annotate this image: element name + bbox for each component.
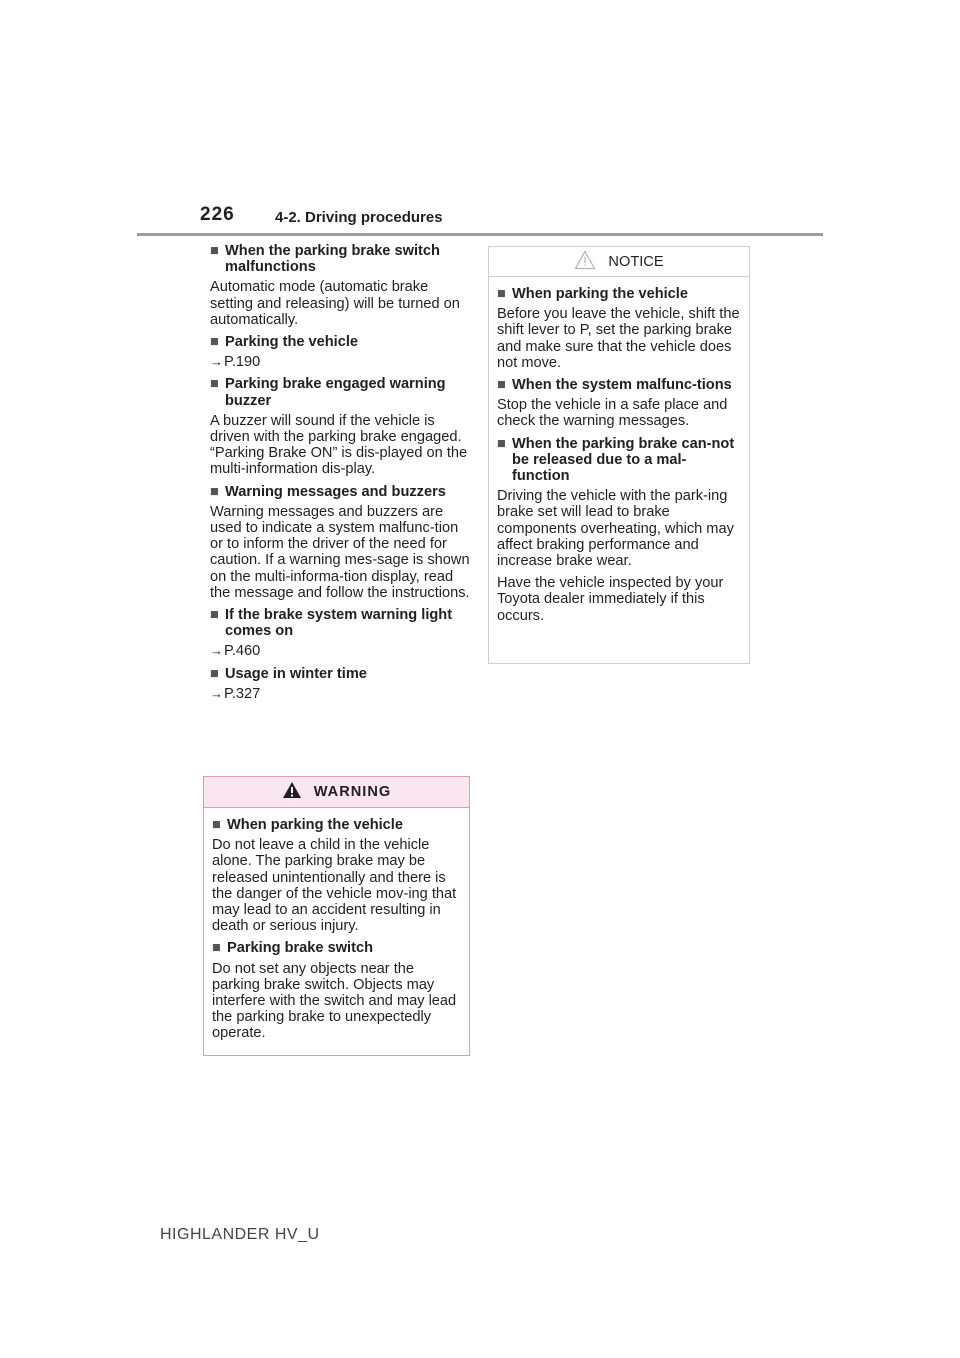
section-heading: ■ When parking the vehicle xyxy=(212,817,461,833)
section-heading: ■ When the system malfunc-tions xyxy=(497,377,741,393)
caution-triangle-icon xyxy=(574,249,596,274)
section: ■Usage in winter time→P.327 xyxy=(210,666,472,702)
section-heading-text: Parking brake switch xyxy=(227,940,373,957)
chapter-title: 4-2. Driving procedures xyxy=(275,209,443,226)
notice-title: NOTICE xyxy=(608,253,664,270)
square-bullet-icon: ■ xyxy=(497,377,506,394)
section-heading: ■ When the parking brake can-not be relea… xyxy=(497,436,741,485)
section-heading-text: When the parking brake can-not be releas… xyxy=(512,435,735,485)
square-bullet-icon: ■ xyxy=(497,435,506,452)
warning-header: WARNING xyxy=(204,777,469,808)
paragraph: Warning messages and buzzers are used to… xyxy=(210,503,470,601)
paragraph: Automatic mode (automatic brake setting … xyxy=(210,279,460,328)
section: ■Parking the vehicle→P.190 xyxy=(210,334,472,370)
arrow-icon: → xyxy=(210,685,223,701)
section: ■ Parking brake switch Do not set any obje… xyxy=(212,940,461,1041)
square-bullet-icon: ■ xyxy=(212,817,221,833)
page-number: 226 xyxy=(200,204,235,225)
arrow-icon: → xyxy=(210,354,223,370)
section: ■ If the brake system warning light comes… xyxy=(210,607,472,660)
paragraph: A buzzer will sound if the vehicle is dr… xyxy=(210,412,468,478)
section-heading: ■ Warning messages and buzzers xyxy=(210,484,472,500)
warning-triangle-icon xyxy=(282,781,302,803)
section-heading-text: When the parking brake switch malfunctio… xyxy=(225,243,440,276)
footer-model: HIGHLANDER HV_U xyxy=(160,1226,320,1243)
square-bullet-icon: ■ xyxy=(210,334,219,351)
reference-page: P.190 xyxy=(224,354,261,371)
section-heading: ■ Parking the vehicle xyxy=(210,334,472,350)
paragraph: Driving the vehicle with the park-ing br… xyxy=(497,488,734,570)
section-heading: ■ When parking the vehicle xyxy=(497,286,741,302)
notice-header: NOTICE xyxy=(489,247,749,277)
warning-box: WARNING ■ When parking the vehicle Do not … xyxy=(203,776,470,1056)
section-heading-text: When the system malfunc-tions xyxy=(512,377,732,394)
section-heading: ■ If the brake system warning light comes… xyxy=(210,607,472,639)
warning-body: ■ When parking the vehicle Do not leave a … xyxy=(204,808,469,1042)
header-rule xyxy=(137,233,823,236)
square-bullet-icon: ■ xyxy=(212,940,221,957)
section-heading: ■ Parking brake engaged warning buzzer xyxy=(210,376,472,408)
arrow-icon: → xyxy=(210,643,223,659)
section-heading: ■ Parking brake switch xyxy=(212,940,461,956)
page-reference: →P.460 xyxy=(210,643,472,659)
section-heading-text: Parking brake engaged warning buzzer xyxy=(225,376,446,409)
section-heading-text: Usage in winter time xyxy=(225,665,367,682)
square-bullet-icon: ■ xyxy=(210,376,219,393)
page-reference: →P.190 xyxy=(210,354,472,370)
section-heading-text: Parking the vehicle xyxy=(225,334,359,351)
reference-page: P.327 xyxy=(224,685,261,702)
section: ■ When the parking brake can-not be relea… xyxy=(497,436,741,624)
section: ■ When parking the vehicle Do not leave a … xyxy=(212,817,461,934)
paragraph: Before you leave the vehicle, shift the … xyxy=(497,306,740,371)
square-bullet-icon: ■ xyxy=(497,286,506,302)
section-heading-text: If the brake system warning light comes … xyxy=(225,607,453,640)
paragraph: Do not set any objects near the parking … xyxy=(212,960,457,1042)
paragraph: Stop the vehicle in a safe place and che… xyxy=(497,397,728,430)
section-heading: ■ Usage in winter time xyxy=(210,666,472,682)
section-heading-text: Warning messages and buzzers xyxy=(225,483,446,500)
square-bullet-icon: ■ xyxy=(210,483,219,500)
section-heading-text: When parking the vehicle xyxy=(227,817,403,833)
section-heading: ■ When the parking brake switch malfuncti… xyxy=(210,243,472,275)
left-column: ■ When the parking brake switch malfuncti… xyxy=(210,243,472,708)
square-bullet-icon: ■ xyxy=(210,665,219,682)
square-bullet-icon: ■ xyxy=(210,243,219,259)
section-heading-text: When parking the vehicle xyxy=(512,286,688,302)
page-reference: →P.327 xyxy=(210,686,472,702)
paragraph: Have the vehicle inspected by your Toyot… xyxy=(497,575,724,624)
square-bullet-icon: ■ xyxy=(210,607,219,624)
paragraph: Do not leave a child in the vehicle alon… xyxy=(212,837,457,935)
section: ■ When the parking brake switch malfuncti… xyxy=(210,243,472,328)
reference-page: P.460 xyxy=(224,643,261,660)
warning-title: WARNING xyxy=(313,784,392,800)
